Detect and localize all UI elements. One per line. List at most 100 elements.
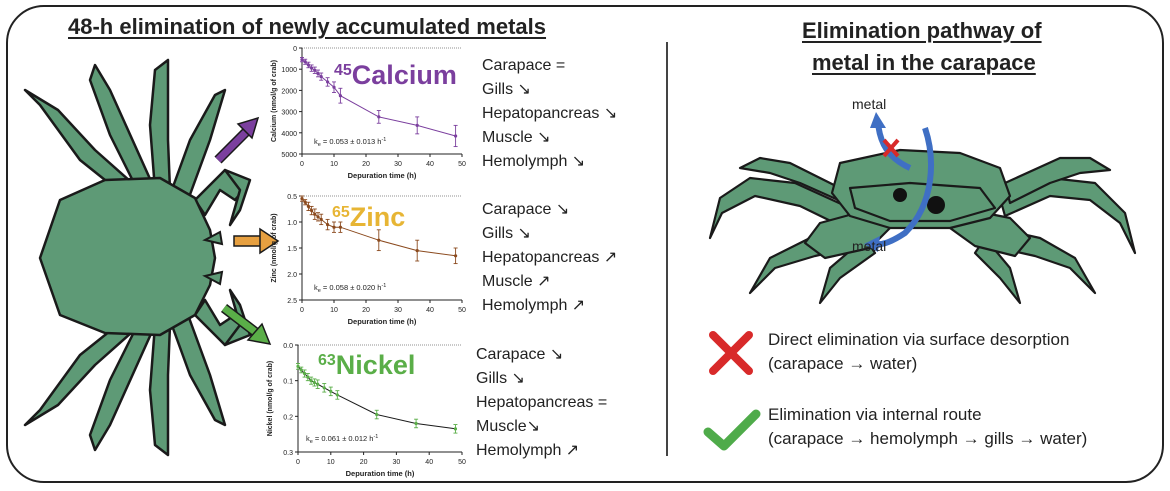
- internal-elimination-path: (carapace → hemolymph → gills → water): [768, 429, 1088, 448]
- effect-muscle: Muscle ↗: [482, 273, 551, 290]
- ke-symbol: k: [314, 283, 318, 292]
- ke-annotation: ke = 0.058 ± 0.020 h-1: [314, 283, 386, 294]
- ke-value: = 0.053 ± 0.013 h: [321, 137, 382, 146]
- data-point: [316, 215, 320, 219]
- x-tick-label: 40: [426, 161, 434, 168]
- data-point: [322, 386, 326, 390]
- ke-subscript: e: [310, 439, 313, 445]
- data-point: [377, 115, 381, 119]
- panel-divider: [666, 42, 668, 456]
- y-tick-label: 1000: [281, 67, 297, 74]
- data-point: [312, 380, 316, 385]
- data-point: [310, 208, 314, 213]
- y-axis-label: Calcium (nmol/g of crab): [271, 60, 278, 142]
- data-point: [313, 68, 317, 72]
- x-tick-label: 50: [458, 459, 466, 466]
- x-axis-label: Depuration time (h): [346, 469, 415, 478]
- direct-elimination-legend: Direct elimination via surface desorptio…: [768, 328, 1069, 376]
- effect-muscle: Muscle↘: [476, 418, 541, 435]
- x-tick-label: 0: [300, 307, 304, 314]
- y-tick-label: 0.3: [283, 450, 293, 457]
- data-point: [299, 368, 303, 372]
- data-point: [375, 412, 379, 417]
- y-tick-label: 3000: [281, 110, 297, 117]
- y-tick-label: 1.0: [287, 220, 297, 227]
- ke-unit-exponent: -1: [381, 137, 386, 143]
- data-point: [306, 204, 310, 208]
- y-tick-label: 0.5: [287, 194, 297, 201]
- ke-unit-exponent: -1: [373, 434, 378, 440]
- y-axis-label: Zinc (nmol/g of crab): [271, 213, 278, 282]
- figure-frame: [6, 5, 1164, 483]
- ke-value: = 0.058 ± 0.020 h: [321, 283, 382, 292]
- x-tick-label: 50: [458, 307, 466, 314]
- data-point: [454, 254, 458, 258]
- y-tick-label: 2000: [281, 88, 297, 95]
- isotope-label: 65Zinc: [332, 202, 405, 232]
- data-point: [316, 71, 320, 76]
- right-panel-title-line1: Elimination pathway of: [802, 18, 1042, 43]
- ke-unit-exponent: -1: [381, 283, 386, 289]
- ke-symbol: k: [306, 434, 310, 443]
- x-tick-label: 20: [362, 161, 370, 168]
- x-tick-label: 40: [425, 459, 433, 466]
- data-point: [335, 393, 339, 397]
- data-point: [414, 421, 418, 426]
- data-point: [329, 389, 333, 393]
- effect-gills: Gills ↘: [482, 225, 531, 242]
- x-tick-label: 30: [394, 307, 402, 314]
- data-point: [319, 75, 323, 79]
- data-point: [338, 225, 342, 229]
- nickel-organ-effects: Carapace ↘ Gills ↘ Hepatopancreas = Musc…: [476, 343, 607, 463]
- isotope-mass-number: 45: [334, 62, 352, 79]
- ke-value: = 0.061 ± 0.012 h: [313, 434, 374, 443]
- effect-carapace: Carapace =: [482, 57, 566, 74]
- x-tick-label: 20: [360, 459, 368, 466]
- effect-hepatopancreas: Hepatopancreas ↗: [482, 249, 618, 266]
- effect-hemolymph: Hemolymph ↗: [482, 297, 586, 314]
- data-point: [338, 94, 342, 98]
- data-point: [319, 217, 323, 221]
- isotope-label: 63Nickel: [318, 350, 415, 380]
- data-point: [415, 249, 419, 253]
- metal-name: Zinc: [350, 202, 406, 232]
- x-tick-label: 30: [393, 459, 401, 466]
- effect-carapace: Carapace ↘: [476, 346, 564, 363]
- arrow-to-nickel-icon: [220, 304, 272, 345]
- zinc-organ-effects: Carapace ↘ Gills ↘ Hepatopancreas ↗ Musc…: [482, 198, 617, 318]
- isotope-mass-number: 65: [332, 204, 350, 221]
- x-axis-label: Depuration time (h): [348, 317, 417, 326]
- x-tick-label: 10: [330, 307, 338, 314]
- x-tick-label: 10: [330, 161, 338, 168]
- effect-hemolymph: Hemolymph ↘: [482, 153, 586, 170]
- effect-gills: Gills ↘: [476, 370, 525, 387]
- x-tick-label: 30: [394, 161, 402, 168]
- data-point: [306, 375, 310, 379]
- data-point: [326, 80, 330, 84]
- y-tick-label: 4000: [281, 131, 297, 138]
- data-point: [306, 63, 310, 67]
- x-tick-label: 0: [296, 459, 300, 466]
- arrow-to-calcium-icon: [214, 116, 260, 164]
- data-point: [332, 225, 336, 229]
- metal-label-bottom: metal: [852, 238, 886, 254]
- left-panel-title: 48-h elimination of newly accumulated me…: [68, 14, 547, 39]
- effect-hepatopancreas: Hepatopancreas ↘: [482, 105, 618, 122]
- check-icon: [703, 409, 761, 451]
- data-point: [453, 427, 458, 431]
- y-tick-label: 0.0: [283, 343, 293, 350]
- y-axis-label: Nickel (nmol/g of crab): [267, 361, 274, 436]
- right-panel-title-line2: metal in the carapace: [812, 50, 1036, 75]
- data-point: [309, 379, 313, 383]
- y-tick-label: 0.2: [283, 414, 293, 421]
- metal-name: Calcium: [352, 60, 457, 90]
- isotope-mass-number: 63: [318, 352, 336, 369]
- data-point: [332, 85, 336, 89]
- ke-annotation: ke = 0.053 ± 0.013 h-1: [314, 137, 386, 148]
- y-tick-label: 2.0: [287, 272, 297, 279]
- y-tick-label: 0: [293, 46, 297, 53]
- effect-muscle: Muscle ↘: [482, 129, 551, 146]
